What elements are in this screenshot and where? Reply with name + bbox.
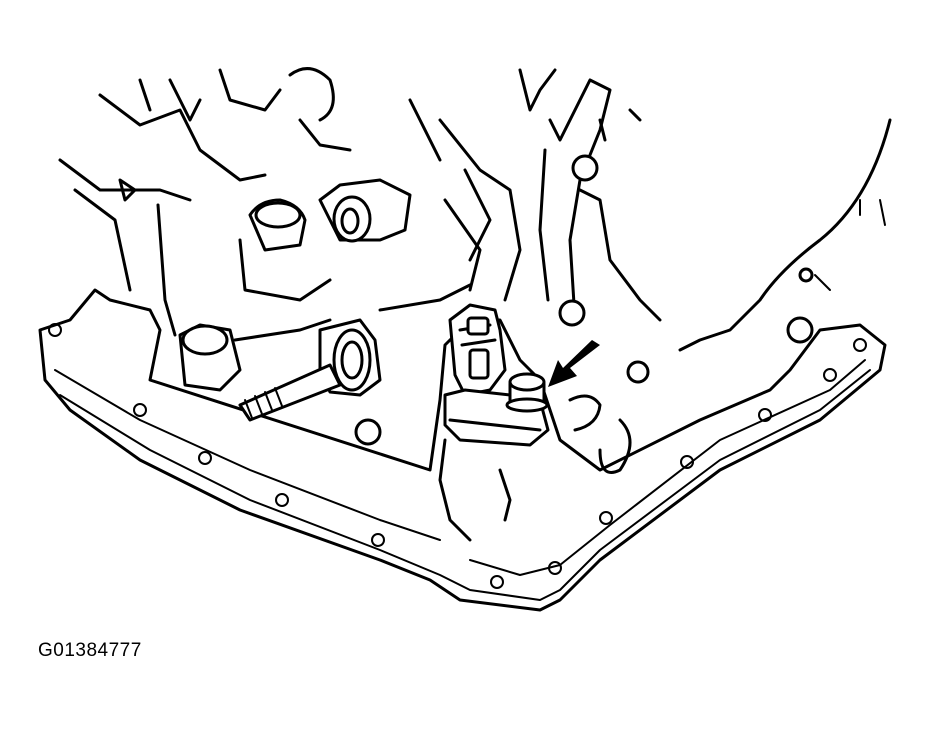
valve-body xyxy=(178,178,472,446)
stud-threads xyxy=(244,387,283,419)
bracket-bolt xyxy=(505,372,549,413)
pointer-arrow xyxy=(548,340,600,387)
sensor-bracket xyxy=(438,372,550,542)
pan-bolt-holes xyxy=(48,323,867,589)
figure-code: G01384777 xyxy=(38,640,142,661)
sensor-connector xyxy=(448,303,507,397)
transmission-case xyxy=(58,67,892,522)
oil-pan xyxy=(38,288,887,612)
